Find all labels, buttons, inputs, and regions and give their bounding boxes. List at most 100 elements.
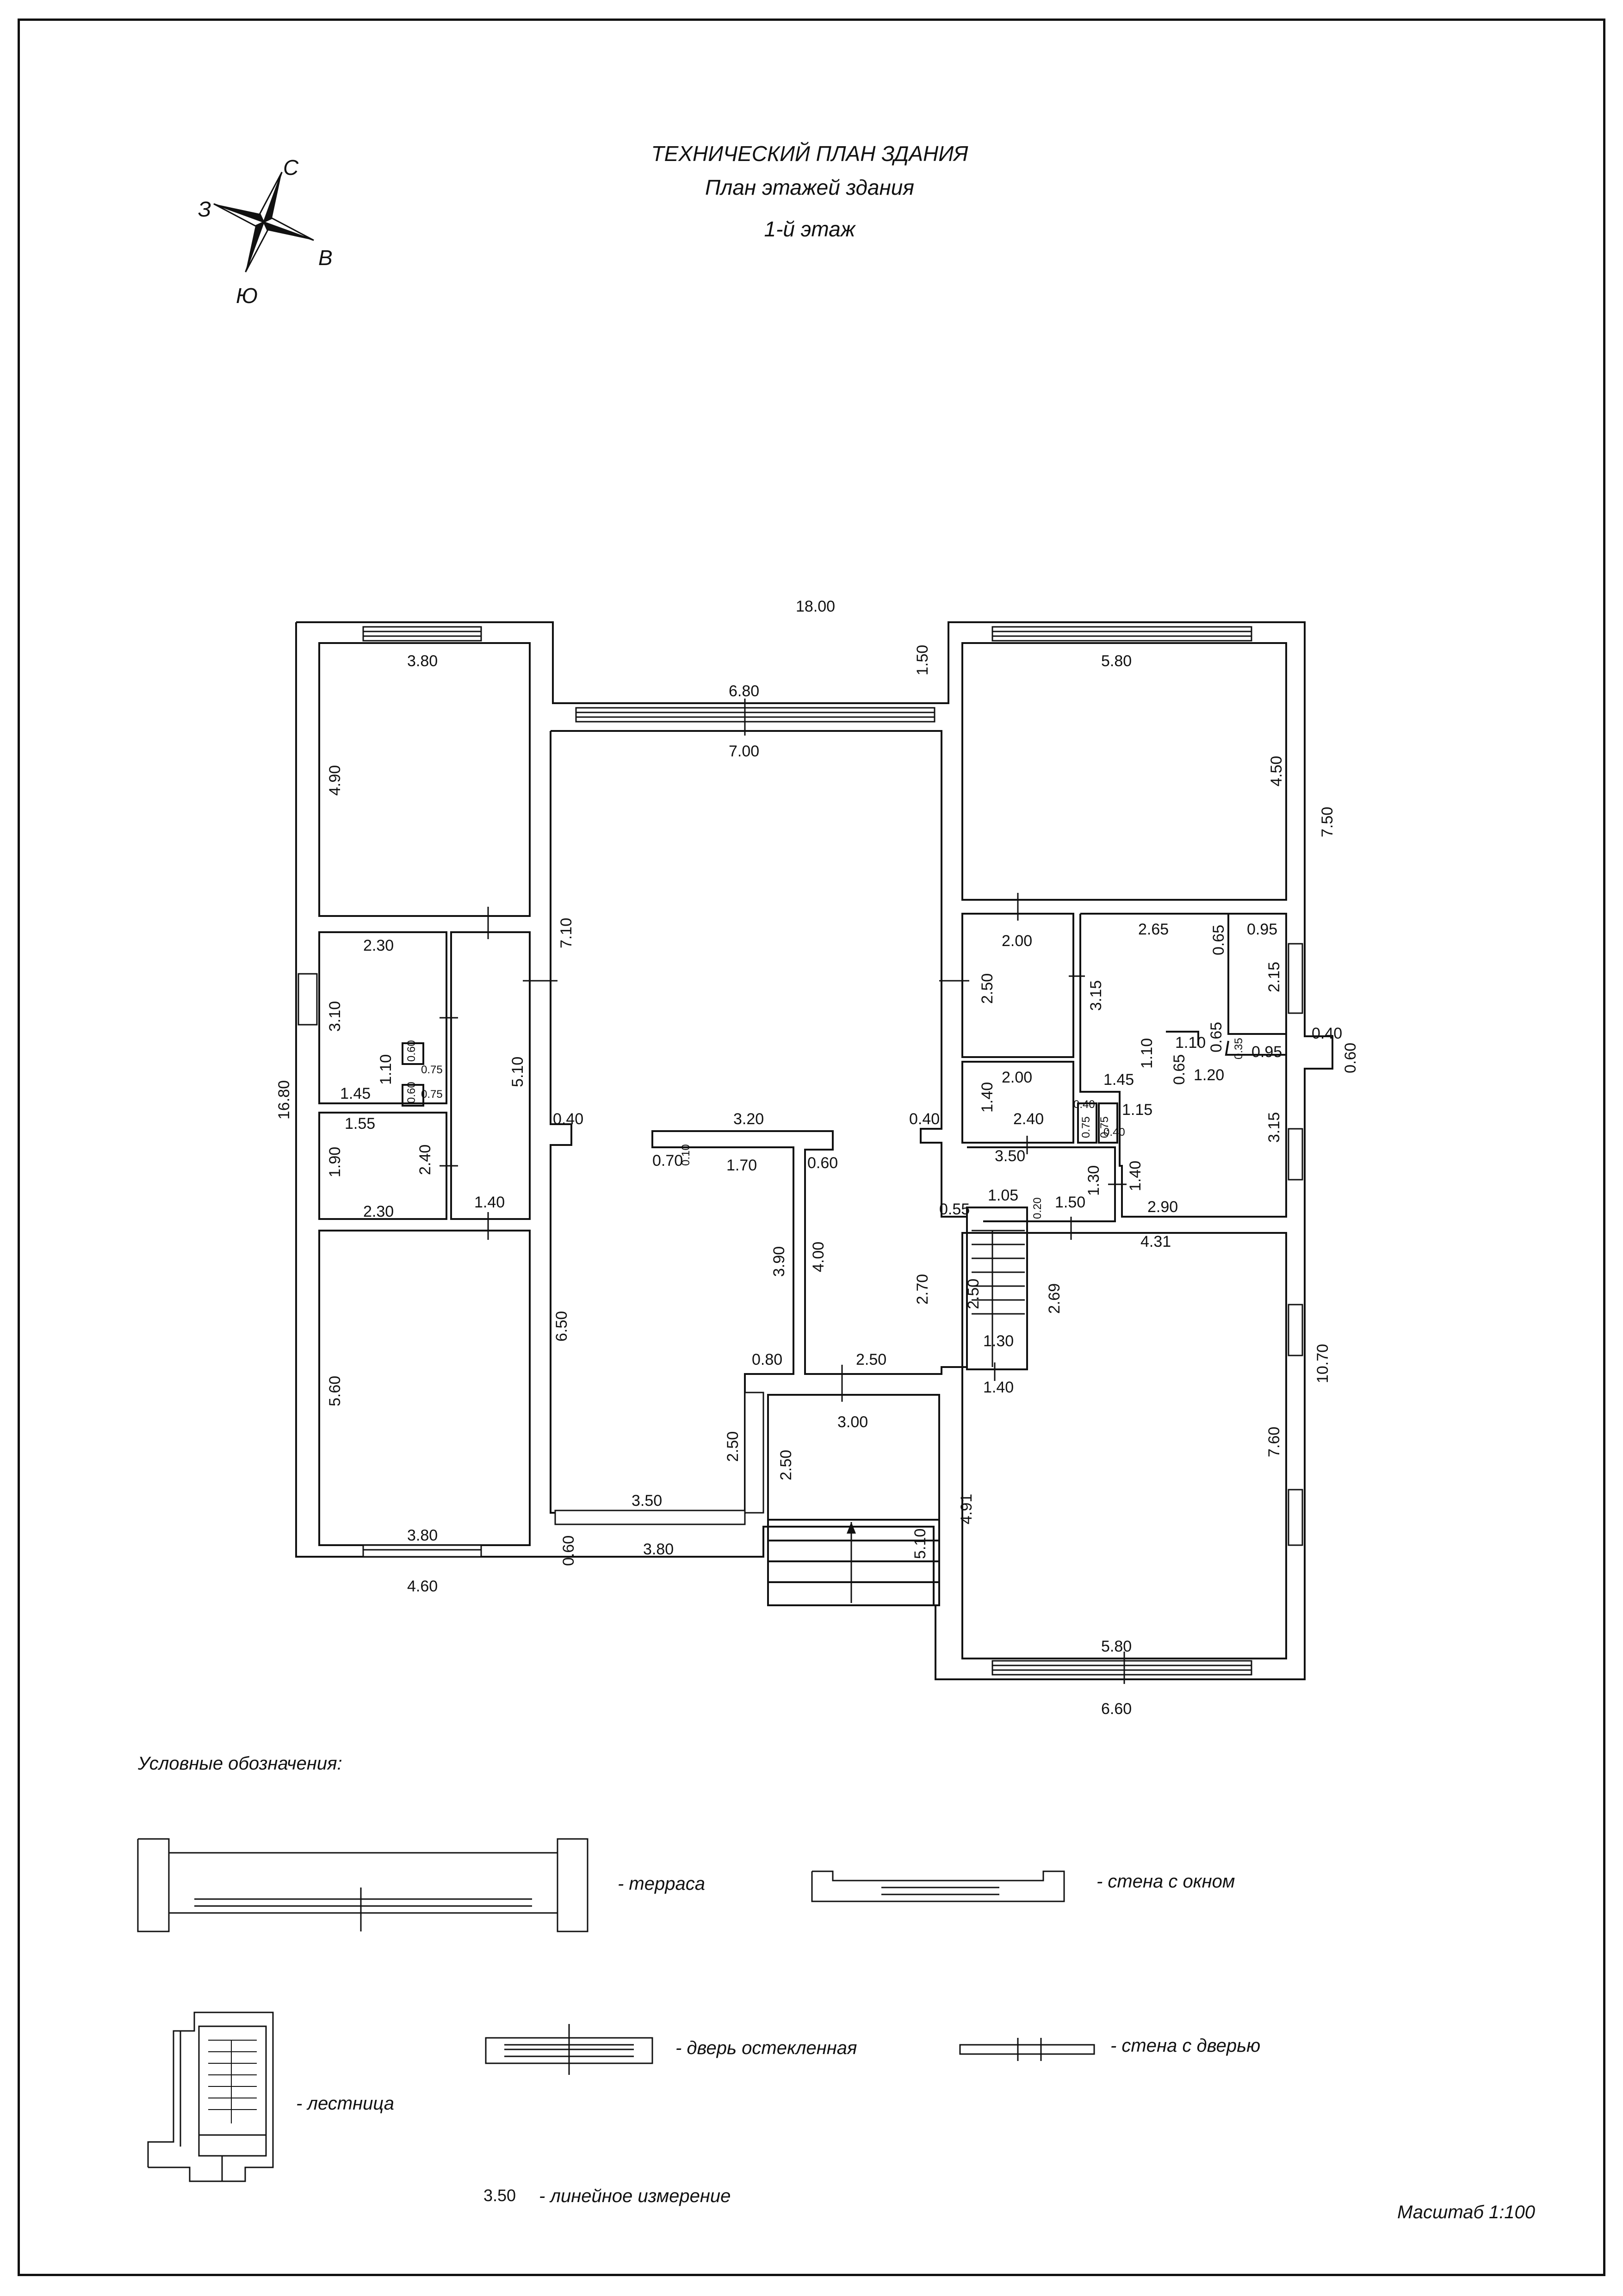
dim-st-a: 0.40 (1073, 1098, 1095, 1111)
dim-e-off2: 0.60 (1342, 1043, 1359, 1073)
compass-west-label: З (198, 197, 211, 221)
corridor (450, 931, 531, 1220)
dim-hall-e-w2: 2.90 (1147, 1198, 1178, 1216)
dim-sw-height: 5.60 (326, 1376, 344, 1406)
legend-glazed-door-label: - дверь остекленная (675, 2038, 857, 2058)
dim-stair-b: 1.50 (1055, 1194, 1085, 1211)
dim-vest-width: 3.00 (837, 1413, 868, 1431)
dim-store-b: 2.40 (1013, 1110, 1044, 1128)
dim-partition-left: 0.70 (652, 1152, 683, 1170)
dim-ce-f: 0.65 (1208, 1022, 1225, 1052)
legend-stairs-label: - лестница (296, 2093, 394, 2114)
dim-wc-a: 0.60 (405, 1040, 418, 1062)
legend-wall-door-label: - стена с дверью (1110, 2036, 1261, 2056)
drawing-title: ТЕХНИЧЕСКИЙ ПЛАН ЗДАНИЯ (651, 142, 968, 166)
dim-hall-bottom-off: 0.60 (560, 1535, 577, 1566)
dim-ce-i: 1.45 (1103, 1071, 1134, 1089)
compass-rose-icon (213, 172, 314, 272)
hall (550, 730, 968, 1514)
compass-north-label: С (283, 155, 299, 179)
legend-wall-window-label: - стена с окном (1096, 1871, 1235, 1892)
drawing-subtitle: План этажей здания (705, 175, 914, 199)
dim-se-left: 4.91 (958, 1494, 975, 1524)
dim-ce-l: 1.20 (1194, 1066, 1224, 1084)
porch (767, 1519, 940, 1606)
dim-se-width: 5.80 (1101, 1638, 1132, 1655)
dim-w2-width: 2.30 (363, 1203, 394, 1220)
dim-wc-c: 0.60 (405, 1082, 418, 1103)
dim-partition-foot: 0.80 (752, 1351, 782, 1368)
dim-partition-h2: 4.00 (810, 1242, 827, 1272)
dim-ce-n: 3.15 (1265, 1112, 1283, 1143)
dim-st-b: 0.75 (1080, 1116, 1092, 1138)
legend-sample-number: 3.50 (483, 2186, 516, 2205)
compass-east-label: В (318, 246, 333, 270)
room-nw (318, 642, 531, 917)
dim-hall-e-h2: 1.40 (1127, 1161, 1144, 1191)
dim-stair-side: 2.69 (1046, 1283, 1063, 1314)
dim-w2-side: 2.40 (416, 1145, 434, 1175)
dim-hall-lower: 6.50 (553, 1311, 570, 1342)
outer-wall (295, 621, 1333, 1680)
dim-west-offset: 0.40 (553, 1110, 583, 1128)
room-se (961, 1232, 1287, 1659)
dim-w2-height: 1.90 (326, 1147, 344, 1177)
dim-stair-top: 1.05 (988, 1187, 1018, 1204)
legend-terrace-label: - терраса (618, 1874, 705, 1894)
dim-hall-height: 7.10 (558, 918, 575, 948)
scale-label: Масштаб 1:100 (1397, 2202, 1536, 2222)
room-ne (961, 642, 1287, 901)
dim-ce-a: 0.65 (1210, 925, 1227, 955)
dim-ce-d: 3.15 (1087, 980, 1105, 1011)
dim-hall-e-h: 1.30 (1085, 1165, 1103, 1196)
sheet-frame (18, 19, 1605, 2276)
dim-hall-width: 7.00 (729, 743, 759, 760)
dim-stair-bw: 1.40 (983, 1379, 1014, 1396)
dim-ce-width: 2.65 (1138, 921, 1169, 938)
legend-linear-label: - линейное измерение (539, 2186, 731, 2206)
dim-partition-inner: 1.70 (726, 1157, 757, 1174)
dim-w1-height: 3.10 (326, 1001, 344, 1032)
dim-wc-w: 1.45 (340, 1085, 371, 1102)
dim-hall-bottom-outer: 3.80 (643, 1541, 674, 1558)
dim-stair-inner: 2.50 (965, 1279, 982, 1309)
dim-sw-width: 3.80 (407, 1527, 438, 1544)
dim-stair-off: 0.55 (939, 1201, 970, 1218)
dim-stair-thin: 0.20 (1031, 1197, 1044, 1219)
dim-e-height: 2.50 (979, 973, 996, 1004)
dim-vest-depth: 2.50 (724, 1431, 742, 1462)
dim-terrace-width: 6.80 (729, 682, 759, 700)
legend-symbols (137, 1838, 1095, 2182)
dim-hall-e-w: 3.50 (995, 1147, 1025, 1165)
dim-ne-height: 4.50 (1268, 756, 1285, 786)
dim-overall-top: 18.00 (796, 598, 835, 615)
dim-se-height: 7.60 (1265, 1427, 1283, 1457)
dim-partition-h: 3.90 (770, 1246, 788, 1277)
dim-store-h: 1.40 (979, 1082, 996, 1113)
room-sw (318, 1230, 531, 1546)
dim-ce-b: 0.95 (1247, 921, 1277, 938)
dim-ne-width: 5.80 (1101, 652, 1132, 670)
dim-wc-b: 0.75 (421, 1064, 443, 1076)
dim-stair-w: 1.30 (983, 1332, 1014, 1350)
dim-ce-e: 1.10 (1175, 1034, 1206, 1052)
dim-terrace-depth: 1.50 (914, 645, 931, 675)
dim-partition-gap: 2.50 (856, 1351, 886, 1368)
dim-hall-bottom: 3.50 (632, 1492, 662, 1510)
dim-r1-height: 4.90 (326, 765, 344, 796)
dim-w2-top: 1.55 (345, 1115, 375, 1133)
dim-east-wall: 7.50 (1319, 807, 1336, 837)
dim-ce-j: 1.10 (1138, 1038, 1156, 1069)
dim-e-off: 0.40 (1312, 1025, 1342, 1042)
dim-corridor-height: 5.10 (509, 1057, 527, 1087)
dim-store-w: 2.00 (1002, 1069, 1032, 1086)
dim-partition-top: 3.20 (733, 1110, 764, 1128)
room-store (961, 1061, 1074, 1144)
dim-st-d: 0.40 (1103, 1126, 1125, 1139)
dim-stair-h: 2.70 (914, 1274, 931, 1305)
dim-wc-h: 1.10 (377, 1054, 395, 1085)
dim-vest-depth2: 2.50 (777, 1450, 795, 1480)
dim-ce-m: 1.15 (1122, 1101, 1152, 1119)
